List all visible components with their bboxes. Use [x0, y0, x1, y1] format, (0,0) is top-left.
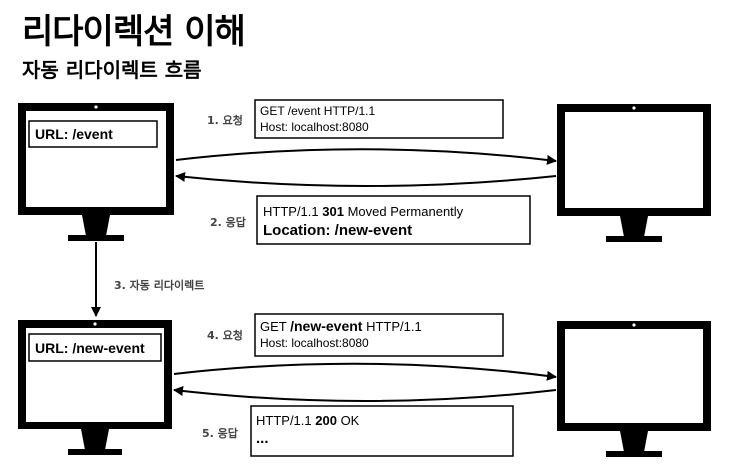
response-1-message: HTTP/1.1 301 Moved Permanently Location:…	[263, 204, 463, 239]
request-2-box	[254, 313, 504, 357]
request-2-line: GET /new-event HTTP/1.1	[260, 318, 422, 334]
page-subtitle: 자동 리다이렉트 흐름	[22, 58, 202, 82]
url-box-bottom	[28, 333, 162, 362]
client-url-bottom: URL: /new-event	[35, 340, 145, 356]
request-1-message: GET /event HTTP/1.1 Host: localhost:8080	[260, 103, 375, 135]
step-5-label: 5. 응답	[202, 427, 238, 440]
response-2-status-line: HTTP/1.1 200 OK	[256, 413, 360, 428]
request-2-message: GET /new-event HTTP/1.1 Host: localhost:…	[260, 318, 422, 351]
response-2-ellipsis: ...	[256, 430, 269, 447]
step-3-label: 3. 자동 리다이렉트	[114, 279, 205, 292]
request-1-arrow	[175, 148, 557, 165]
response-2-arrow	[173, 386, 557, 402]
response-1-box	[256, 195, 531, 245]
response-2-message: HTTP/1.1 200 OK ...	[256, 413, 359, 447]
response-1-arrow	[175, 171, 557, 187]
server-monitor-top	[557, 104, 711, 242]
request-1-box	[254, 99, 504, 139]
request-1-host: Host: localhost:8080	[260, 120, 369, 134]
url-box-top	[28, 120, 158, 148]
request-2-host: Host: localhost:8080	[260, 336, 369, 350]
new-event-path: /new-event	[290, 318, 363, 334]
step-4-label: 4. 요청	[207, 329, 243, 342]
location-header: Location: /new-event	[263, 222, 413, 239]
response-2-box	[250, 405, 514, 457]
status-code-301: 301	[322, 204, 344, 219]
request-2-arrow	[173, 362, 557, 381]
status-code-200: 200	[315, 413, 337, 428]
page-title: 리다이렉션 이해	[22, 12, 246, 52]
server-monitor-bottom	[557, 321, 711, 457]
request-1-line: GET /event HTTP/1.1	[260, 104, 376, 118]
response-1-status-line: HTTP/1.1 301 Moved Permanently	[263, 204, 464, 219]
client-url-top: URL: /event	[35, 126, 113, 142]
step-1-label: 1. 요청	[207, 114, 243, 127]
step-2-label: 2. 응답	[210, 216, 246, 229]
